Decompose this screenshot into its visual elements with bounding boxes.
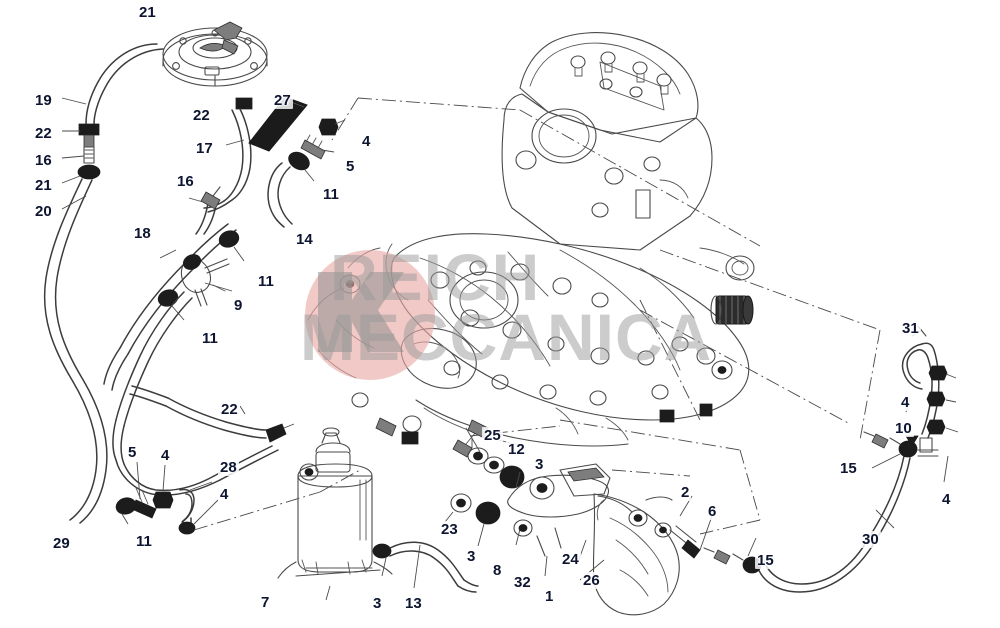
part-number-label-23[interactable]: 23 bbox=[439, 521, 460, 538]
part-number-label-29[interactable]: 29 bbox=[51, 535, 72, 552]
part-number-label-2[interactable]: 2 bbox=[679, 484, 692, 501]
part-number-label-22[interactable]: 22 bbox=[33, 125, 54, 142]
part-number-label-9[interactable]: 9 bbox=[232, 297, 245, 314]
part-number-label-22[interactable]: 22 bbox=[191, 107, 212, 124]
part-number-label-5[interactable]: 5 bbox=[126, 444, 139, 461]
part-number-label-18[interactable]: 18 bbox=[132, 225, 153, 242]
part-number-label-4[interactable]: 4 bbox=[360, 133, 373, 150]
part-number-label-31[interactable]: 31 bbox=[900, 320, 921, 337]
part-number-label-17[interactable]: 17 bbox=[194, 140, 215, 157]
carbon-canister-part-7 bbox=[277, 427, 393, 601]
part-number-label-7[interactable]: 7 bbox=[259, 594, 272, 611]
part-number-label-16[interactable]: 16 bbox=[175, 173, 196, 190]
part-number-label-11[interactable]: 11 bbox=[256, 273, 276, 290]
hose-22-mid bbox=[129, 385, 295, 443]
hose-19-20-group bbox=[43, 43, 164, 524]
engine-side-fittings bbox=[307, 243, 419, 445]
part-number-label-30[interactable]: 30 bbox=[860, 531, 881, 548]
part-number-label-15[interactable]: 15 bbox=[755, 552, 776, 569]
part-number-label-21[interactable]: 21 bbox=[137, 4, 158, 21]
part-number-label-28[interactable]: 28 bbox=[218, 459, 239, 476]
fuel-filler-cap-assembly bbox=[162, 21, 268, 87]
part-number-label-19[interactable]: 19 bbox=[33, 92, 54, 109]
part-number-label-8[interactable]: 8 bbox=[491, 562, 504, 579]
valve-part-9 bbox=[180, 254, 233, 307]
part-number-label-32[interactable]: 32 bbox=[512, 574, 533, 591]
part-number-label-3[interactable]: 3 bbox=[465, 548, 478, 565]
part-number-label-25[interactable]: 25 bbox=[482, 427, 503, 444]
bolts-2-6 bbox=[654, 495, 713, 559]
part-number-label-10[interactable]: 10 bbox=[893, 420, 914, 437]
bracket-assembly-1-24-26 bbox=[507, 463, 680, 616]
part-number-label-4[interactable]: 4 bbox=[218, 486, 231, 503]
part-number-label-3[interactable]: 3 bbox=[371, 595, 384, 612]
part-number-label-24[interactable]: 24 bbox=[560, 551, 581, 568]
part-number-label-21[interactable]: 21 bbox=[33, 177, 54, 194]
part-number-label-12[interactable]: 12 bbox=[506, 441, 527, 458]
part-number-label-6[interactable]: 6 bbox=[706, 503, 719, 520]
part-number-label-4[interactable]: 4 bbox=[940, 491, 953, 508]
part-number-label-14[interactable]: 14 bbox=[294, 231, 315, 248]
knurled-roller-part bbox=[710, 295, 754, 325]
part-number-label-3[interactable]: 3 bbox=[533, 456, 546, 473]
part-number-label-11[interactable]: 11 bbox=[321, 186, 341, 203]
part-number-label-22[interactable]: 22 bbox=[219, 401, 240, 418]
engine-block-assembly bbox=[390, 32, 755, 453]
hose-18-16-9-cluster bbox=[103, 186, 279, 496]
fastener-group-center-bottom bbox=[444, 431, 562, 577]
part-number-label-4[interactable]: 4 bbox=[159, 447, 172, 464]
hose-30-group bbox=[703, 431, 918, 593]
part-number-label-5[interactable]: 5 bbox=[344, 158, 357, 175]
part-number-label-11[interactable]: 11 bbox=[134, 533, 154, 550]
hose-13 bbox=[372, 541, 479, 593]
part-number-label-13[interactable]: 13 bbox=[403, 595, 424, 612]
part-number-label-26[interactable]: 26 bbox=[581, 572, 602, 589]
hose-17-group bbox=[203, 97, 253, 213]
part-number-label-11[interactable]: 11 bbox=[200, 330, 220, 347]
part-number-label-4[interactable]: 4 bbox=[899, 394, 912, 411]
part-number-label-15[interactable]: 15 bbox=[838, 460, 859, 477]
part-number-label-16[interactable]: 16 bbox=[33, 152, 54, 169]
part-number-label-27[interactable]: 27 bbox=[272, 92, 293, 109]
part-number-label-1[interactable]: 1 bbox=[543, 588, 556, 605]
part-27-hose-and-fasteners bbox=[248, 96, 346, 228]
part-number-label-20[interactable]: 20 bbox=[33, 203, 54, 220]
construction-dash-lines bbox=[331, 97, 881, 535]
fastener-string-bottom-left bbox=[115, 461, 361, 535]
